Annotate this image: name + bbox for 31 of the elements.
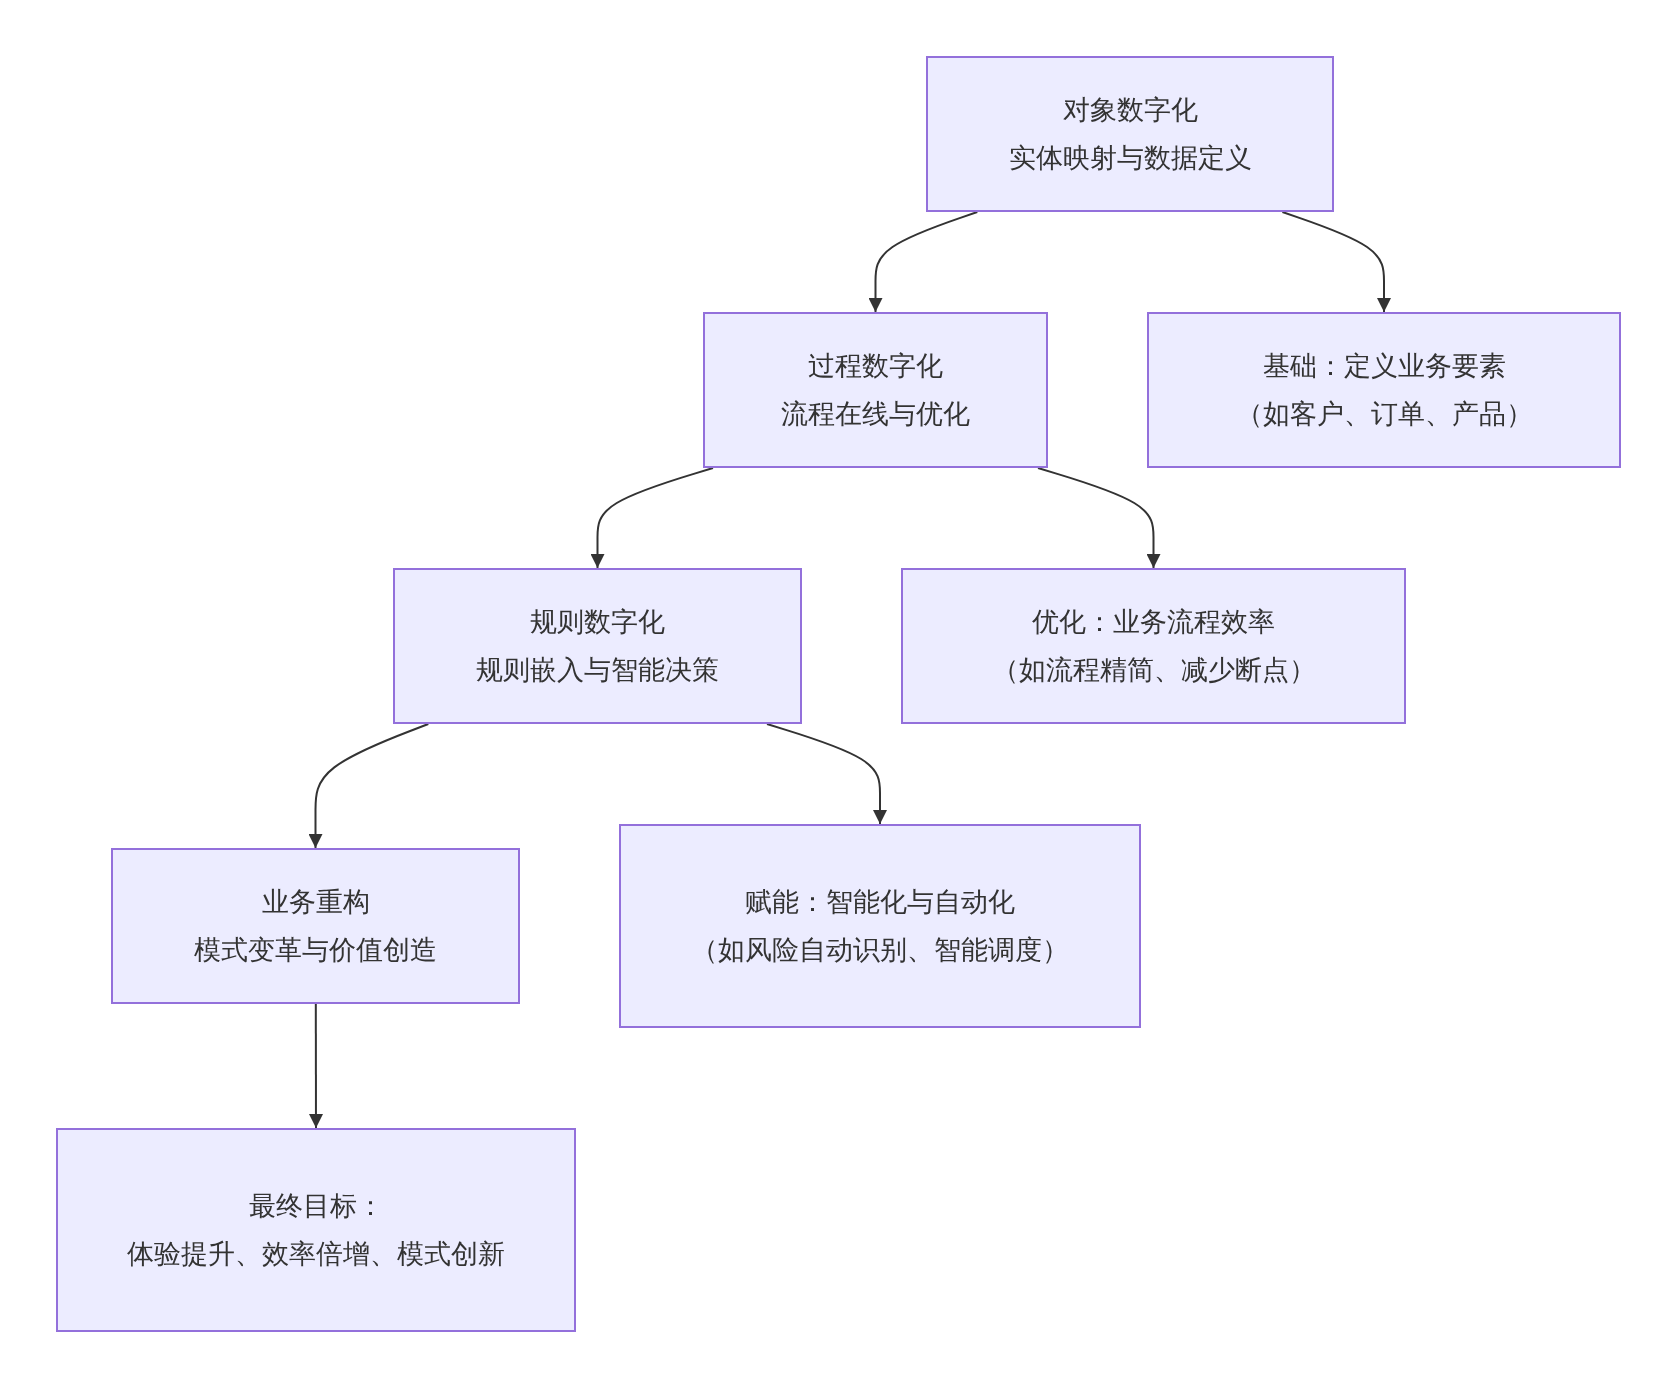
- arrow: [1037, 467, 1161, 569]
- arrow: [309, 1003, 323, 1129]
- process-box: [1147, 312, 1621, 468]
- process-box: [703, 312, 1048, 468]
- node-title: 对象数字化: [1062, 93, 1198, 127]
- node-description: （如流程精简、减少断点）: [991, 653, 1316, 687]
- process-box: [56, 1128, 576, 1332]
- node-title: 优化：业务流程效率: [1032, 605, 1275, 639]
- arrow: [590, 467, 714, 569]
- node-description: 模式变革与价值创造: [194, 933, 437, 967]
- process-box: [901, 568, 1406, 724]
- process-box: [619, 824, 1141, 1028]
- arrow: [766, 723, 887, 825]
- node-title: 赋能：智能化与自动化: [745, 885, 1015, 919]
- node-title: 业务重构: [261, 885, 370, 919]
- node-title: 基础：定义业务要素: [1262, 349, 1506, 383]
- process-box: [111, 848, 520, 1004]
- node-description: （如客户、订单、产品）: [1235, 397, 1533, 431]
- node-title: 最终目标：: [248, 1189, 384, 1223]
- node-description: 规则嵌入与智能决策: [476, 653, 719, 687]
- node-title: 过程数字化: [808, 349, 943, 383]
- node-description: （如风险自动识别、智能调度）: [691, 933, 1069, 967]
- process-box: [393, 568, 802, 724]
- node-description: 流程在线与优化: [781, 397, 970, 431]
- node-title: 规则数字化: [530, 605, 665, 639]
- arrow: [868, 211, 979, 313]
- arrow: [308, 723, 430, 849]
- node-description: 实体映射与数据定义: [1008, 141, 1252, 175]
- process-box: [926, 56, 1334, 212]
- node-description: 体验提升、效率倍增、模式创新: [127, 1237, 505, 1271]
- arrow: [1281, 211, 1391, 313]
